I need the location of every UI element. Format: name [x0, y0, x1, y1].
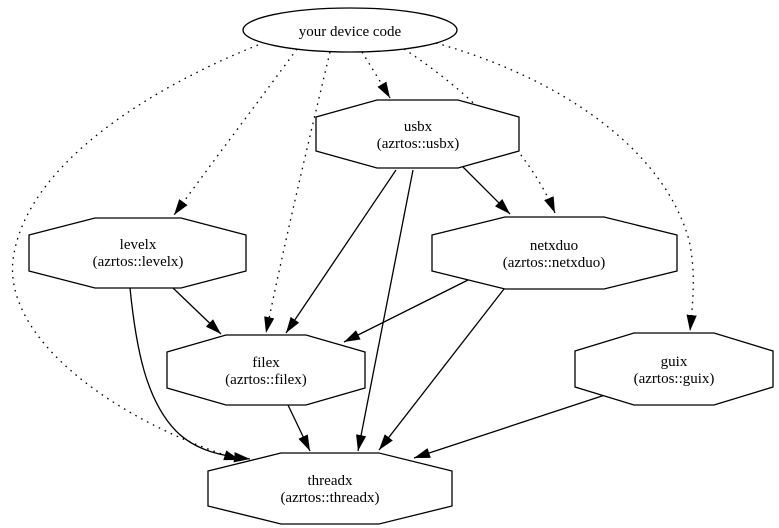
edge-levelx-filex: [172, 287, 222, 335]
node-netxduo: netxduo (azrtos::netxduo): [431, 216, 678, 290]
levelx-package-label: (azrtos::levelx): [93, 254, 184, 270]
threadx-name-label: threadx: [308, 473, 353, 489]
edge-netxduo-filex: [343, 279, 469, 343]
levelx-name-label: levelx: [120, 237, 157, 253]
your-device-code-shape: [242, 7, 458, 53]
usbx-package-label: (azrtos::usbx): [377, 136, 459, 152]
netxduo-package-label: (azrtos::netxduo): [503, 255, 605, 271]
usbx-name-label: usbx: [404, 119, 433, 135]
edge-device-usbx: [361, 51, 391, 99]
guix-package-label: (azrtos::guix): [634, 371, 715, 387]
node-your-device-code: your device code: [242, 7, 458, 53]
filex-package-label: (azrtos::filex): [225, 372, 307, 388]
netxduo-name-label: netxduo: [530, 238, 578, 254]
edge-guix-threadx: [413, 394, 606, 459]
edge-group: [11, 42, 697, 463]
edge-device-filex: [264, 51, 331, 334]
threadx-package-label: (azrtos::threadx): [280, 490, 379, 506]
edge-usbx-netxduo: [462, 166, 511, 215]
node-levelx: levelx (azrtos::levelx): [28, 217, 247, 289]
threadx-shape: [207, 452, 453, 525]
edge-device-levelx: [173, 48, 298, 216]
edge-netxduo-threadx: [378, 288, 505, 451]
guix-shape: [574, 332, 774, 406]
netxduo-shape: [431, 216, 678, 290]
node-threadx: threadx (azrtos::threadx): [207, 452, 453, 525]
levelx-shape: [28, 217, 247, 289]
filex-name-label: filex: [252, 355, 280, 371]
edge-usbx-threadx: [356, 169, 414, 452]
edge-levelx-threadx: [129, 287, 251, 463]
edge-filex-threadx: [287, 404, 311, 452]
your-device-code-label: your device code: [299, 24, 402, 40]
guix-name-label: guix: [661, 354, 688, 370]
node-guix: guix (azrtos::guix): [574, 332, 774, 406]
node-filex: filex (azrtos::filex): [166, 334, 366, 406]
usbx-shape: [315, 99, 520, 169]
filex-shape: [166, 334, 366, 406]
node-usbx: usbx (azrtos::usbx): [315, 99, 520, 169]
edge-usbx-filex: [285, 169, 397, 334]
